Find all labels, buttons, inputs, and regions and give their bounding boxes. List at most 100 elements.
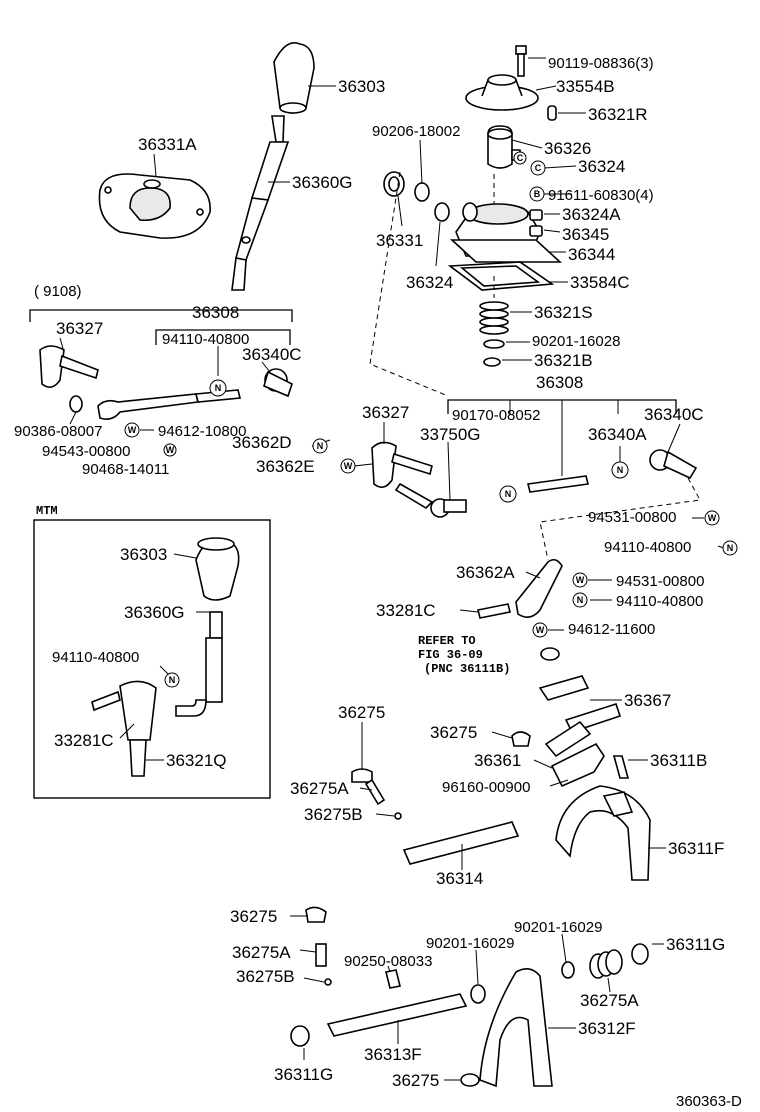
nut-symbol: N [312,438,328,454]
lever-36327-right [371,441,433,488]
svg-text:N: N [317,441,324,451]
label-33584C: 33584C [570,273,630,292]
ring-90201-16029 [470,961,575,1004]
washer-symbol: W [340,458,356,474]
bushing-36345 [529,209,543,237]
seal-36331 [383,171,405,197]
fork-36311F [555,785,651,881]
label-36303-b: 36303 [120,545,167,564]
label-36311F: 36311F [668,839,724,858]
label-9108: ( 9108) [34,283,82,300]
label-36321B: 36321B [534,351,593,370]
gasket-33584C [447,261,555,291]
fork-36312F [479,968,553,1088]
boot-36331A [98,173,211,239]
svg-text:W: W [708,513,717,523]
label-36275-b: 36275 [430,723,477,742]
label-90250: 90250-08033 [344,953,432,970]
retainer-33554B [465,74,539,111]
label-36326: 36326 [544,139,591,158]
nut-symbol: N [164,672,180,688]
lever-36367 [538,675,622,758]
nut-symbol: N [572,592,588,608]
label-94110-d: 94110-40800 [52,649,139,666]
washer-symbol: C [513,151,527,165]
label-94543: 94543-00800 [42,443,130,460]
shaft-36314 [402,821,520,865]
label-36311G-a: 36311G [666,935,725,954]
label-36321S: 36321S [534,303,593,322]
label-36275-a: 36275 [338,703,385,722]
bush-36321B [483,357,501,367]
label-94110-b: 94110-40800 [604,539,691,556]
label-36314: 36314 [436,869,483,888]
label-96160: 96160-00900 [442,779,530,796]
label-36275-c: 36275 [230,907,277,926]
figure-number: 360363-D [676,1093,742,1110]
bracket-36308-left [29,309,293,345]
washer-symbol: W [163,443,177,457]
label-36345: 36345 [562,225,609,244]
label-90170: 90170-08052 [452,407,540,424]
label-90206: 90206-18002 [372,123,460,140]
ball-36275-bottom [460,1073,480,1087]
svg-text:C: C [517,153,524,163]
svg-text:N: N [505,489,512,499]
label-90119: 90119-08836(3) [548,55,654,72]
label-36308-a: 36308 [192,303,239,322]
label-36327-b: 36327 [362,403,409,422]
nut-90386 [69,395,83,413]
svg-text:N: N [577,595,584,605]
label-90201-16029-a: 90201-16029 [426,935,514,952]
label-36331A: 36331A [138,135,197,154]
svg-text:C: C [535,163,542,173]
spring-36275A-lower [589,949,623,979]
ring-36311G-upper [631,943,649,965]
ball-joint-36340C-right [649,449,698,480]
mtm-inset [33,519,271,799]
label-33554B: 33554B [556,77,615,96]
svg-text:W: W [344,461,353,471]
label-36324: 36324 [578,157,625,176]
dashed-guides [369,171,701,561]
label-94531-b: 94531-00800 [616,573,704,590]
bolt-90119 [515,45,527,77]
pin-36311B [612,755,630,779]
washer-symbol: W [124,422,140,438]
label-mtm: MTM [36,504,58,518]
label-36324A: 36324A [562,205,621,224]
label-36313F: 36313F [364,1045,422,1064]
label-91611: 91611-60830(4) [548,187,654,204]
part-labels: 36303 90119-08836(3) 33554B 36331A 36321… [14,55,742,1110]
nut-symbol: N [499,485,517,503]
label-94612-10800: 94612-10800 [158,423,246,440]
ring-36324 [434,202,478,222]
lever-36362A [515,558,563,618]
label-36303: 36303 [338,77,385,96]
shift-knob-36303 [273,42,315,114]
label-36340C-b: 36340C [644,405,704,424]
washer-90201-16028 [483,339,505,349]
label-36324-b: 36324 [406,273,453,292]
label-90201-16029-b: 90201-16029 [514,919,602,936]
label-36321Q: 36321Q [166,751,227,770]
label-36340C-a: 36340C [242,345,302,364]
label-36311B: 36311B [650,751,707,770]
nut-symbol: N [611,461,629,479]
bracket-36308-right [447,399,677,476]
label-refer-2: FIG 36-09 [418,648,483,662]
ball-joint-36340C-left [263,368,293,398]
label-36312F: 36312F [578,1019,636,1038]
label-36367: 36367 [624,691,671,710]
svg-text:N: N [215,383,222,393]
washer-94612-11600 [540,647,560,661]
label-36321R: 36321R [588,105,648,124]
label-36360G: 36360G [292,173,353,192]
ball-36275-mid [511,731,531,747]
washer-symbol: W [532,622,548,638]
label-33750G: 33750G [420,425,481,444]
label-36360G-b: 36360G [124,603,185,622]
ball-36275-upper [351,768,402,820]
nut-symbol: N [722,540,738,556]
housing-36344 [449,203,563,263]
